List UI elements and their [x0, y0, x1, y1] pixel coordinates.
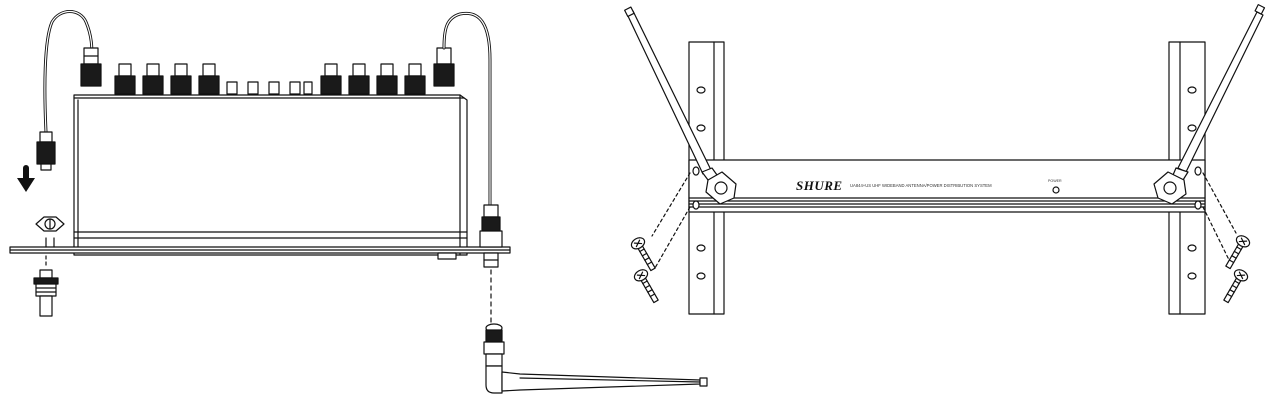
screw-guides — [651, 172, 1237, 269]
rack-screw-icon — [630, 237, 656, 272]
antenna-right — [1153, 4, 1266, 205]
brand-logo: SHURE — [796, 178, 843, 193]
rack-screw-icon — [1223, 269, 1249, 304]
bulkhead-nut-left — [35, 216, 65, 248]
front-panel — [688, 159, 1206, 213]
right-figure-rack-mounting: SHURE UA844+US UHF WIDEBAND ANTENNA/POWE… — [624, 4, 1266, 315]
rack-screw-icon — [1225, 235, 1251, 270]
antenna-left — [624, 6, 737, 205]
chassis-body — [73, 94, 468, 256]
down-arrow-icon — [17, 165, 35, 192]
rear-bnc-connectors-left — [80, 47, 220, 95]
remote-antenna — [483, 323, 708, 394]
bulkhead-connector-right — [479, 204, 503, 268]
power-led-indicator — [1052, 186, 1060, 194]
rear-bnc-connectors-right — [320, 47, 455, 95]
rack-screw-icon — [633, 269, 659, 304]
power-led-label: POWER — [1048, 179, 1062, 183]
left-figure-antenna-mounting — [9, 10, 708, 394]
rear-dc-connectors — [226, 81, 313, 95]
left-cable-bnc-connector — [36, 131, 56, 171]
bulkhead-adapter-left — [33, 269, 59, 317]
power-led: POWER — [1048, 179, 1062, 194]
rack-flange — [9, 246, 511, 260]
model-description: UA844+US UHF WIDEBAND ANTENNA/POWER DIST… — [850, 183, 992, 188]
